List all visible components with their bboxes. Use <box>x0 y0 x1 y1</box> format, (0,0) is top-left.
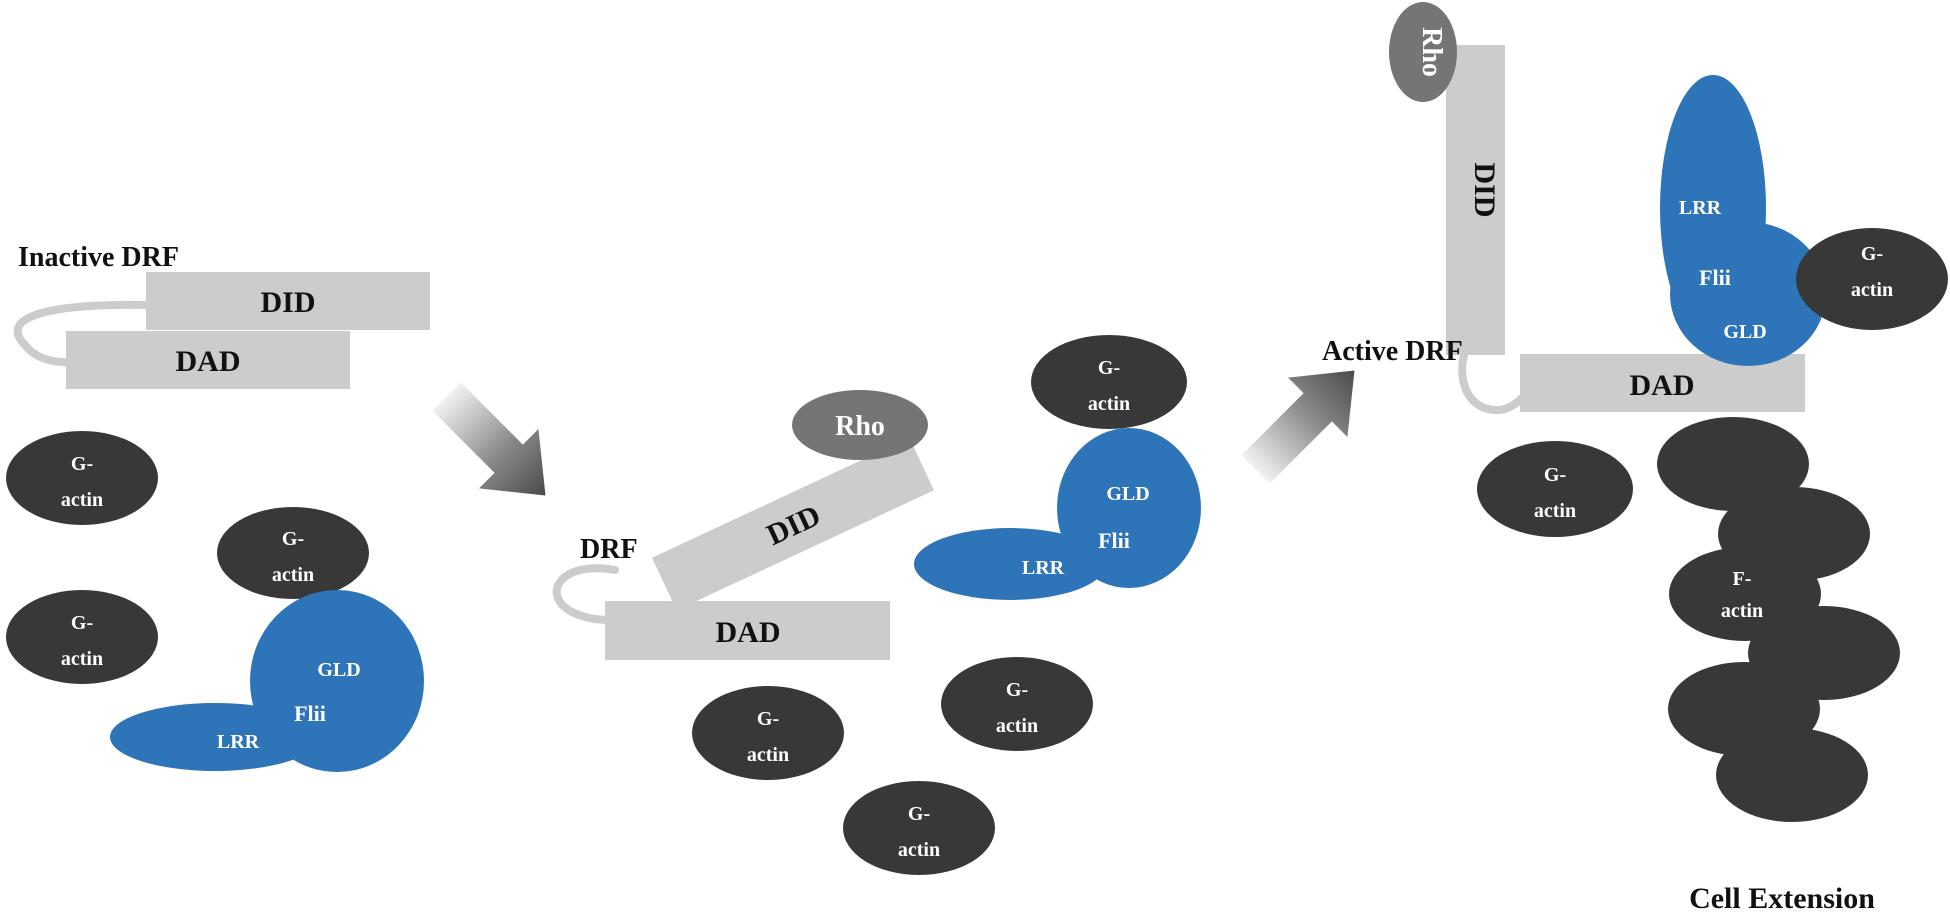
inactive-dad-domain <box>66 331 350 389</box>
svg-text:Rho: Rho <box>1416 27 1447 77</box>
svg-text:LRR: LRR <box>1679 197 1722 219</box>
drf-label: DRF <box>580 534 638 565</box>
flii-gld-domain-3 <box>1670 222 1826 366</box>
dad-label-2: DAD <box>716 616 781 649</box>
active-did-label: DID <box>1468 162 1501 217</box>
f-actin-label-top: F- <box>1733 568 1752 590</box>
g-actin-1: G- actin <box>6 431 158 525</box>
flii-protein-2: GLD Flii LRR <box>914 428 1201 600</box>
svg-text:GLD: GLD <box>317 659 360 681</box>
flii-gld-domain-2 <box>1057 428 1201 588</box>
g-actin-9: G- actin <box>1477 441 1633 537</box>
flii-gld-domain-1 <box>250 590 424 772</box>
svg-text:actin: actin <box>996 715 1038 737</box>
svg-text:actin: actin <box>272 564 314 586</box>
svg-text:actin: actin <box>747 744 789 766</box>
svg-text:LRR: LRR <box>217 731 260 753</box>
did-domain-2: DID <box>652 437 934 611</box>
g-actin-8: G- actin <box>1796 228 1948 330</box>
svg-text:GLD: GLD <box>1723 321 1766 343</box>
svg-text:G-: G- <box>908 803 930 825</box>
cell-extension-label: Cell Extension <box>1689 882 1875 914</box>
g-actin-3: G- actin <box>6 590 158 684</box>
svg-text:Flii: Flii <box>1699 265 1731 290</box>
svg-text:G-: G- <box>71 453 93 475</box>
flii-protein-1: GLD Flii LRR <box>110 590 424 772</box>
drf-intermediate-group: DRF DAD DID Rho <box>552 390 934 660</box>
svg-text:G-: G- <box>1006 679 1028 701</box>
active-drf-label: Active DRF <box>1322 336 1463 367</box>
svg-text:LRR: LRR <box>1022 557 1065 579</box>
g-actin-5: G- actin <box>941 657 1093 751</box>
arrow-up-right-icon <box>1241 370 1355 484</box>
svg-text:GLD: GLD <box>1106 483 1149 505</box>
drf-linker <box>552 564 619 624</box>
svg-text:G-: G- <box>757 708 779 730</box>
svg-text:G-: G- <box>71 612 93 634</box>
inactive-drf-group: Inactive DRF DID DAD <box>13 242 430 389</box>
dad-domain-2 <box>605 601 890 660</box>
g-actin-7: G- actin <box>843 781 995 875</box>
svg-text:Flii: Flii <box>1098 528 1130 553</box>
svg-text:actin: actin <box>1088 393 1130 415</box>
active-drf-linker <box>1458 336 1526 415</box>
flii-lrr-domain-2 <box>914 528 1106 600</box>
inactive-drf-linker <box>13 300 152 367</box>
svg-text:G-: G- <box>1544 464 1566 486</box>
g-actin-2: G- actin <box>217 507 369 599</box>
svg-text:G-: G- <box>282 528 304 550</box>
active-did-domain <box>1446 45 1505 355</box>
g-actin-6: G- actin <box>692 686 844 780</box>
g-actin-4: G- actin <box>1031 335 1187 429</box>
rho-2: Rho <box>792 390 928 460</box>
svg-text:G-: G- <box>1861 243 1883 265</box>
active-dad-label: DAD <box>1630 369 1695 402</box>
inactive-did-domain <box>146 272 430 330</box>
svg-text:actin: actin <box>61 648 103 670</box>
inactive-did-label: DID <box>260 286 315 319</box>
inactive-drf-label: Inactive DRF <box>18 242 179 273</box>
arrow-down-right-icon <box>432 382 546 496</box>
f-actin-label-bottom: actin <box>1721 600 1763 622</box>
svg-text:actin: actin <box>898 839 940 861</box>
inactive-dad-label: DAD <box>176 345 241 378</box>
svg-text:actin: actin <box>1534 500 1576 522</box>
flii-protein-3: LRR Flii GLD <box>1660 75 1826 366</box>
f-actin-filament: F- actin <box>1657 417 1900 822</box>
svg-text:actin: actin <box>61 489 103 511</box>
svg-text:G-: G- <box>1098 357 1120 379</box>
svg-text:actin: actin <box>1851 279 1893 301</box>
svg-text:Rho: Rho <box>835 411 885 442</box>
svg-text:Flii: Flii <box>294 701 326 726</box>
rho-3: Rho <box>1389 2 1457 102</box>
